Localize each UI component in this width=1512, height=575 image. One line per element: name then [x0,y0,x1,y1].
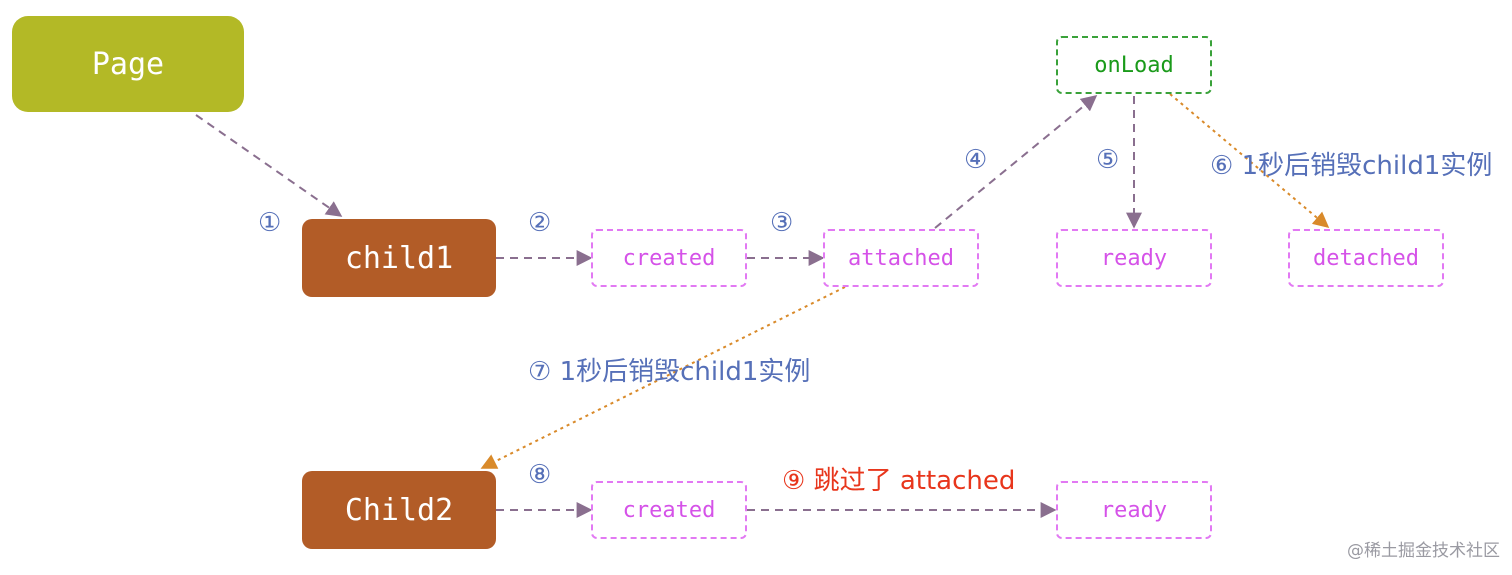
step-3-label: ③ [770,208,794,238]
step-2-label: ② [528,208,552,238]
step-5-label: ⑤ [1096,145,1120,175]
child1-created-node: created [591,229,747,287]
child1-attached-node: attached [823,229,979,287]
step-9-label: ⑨ 跳过了 attached [782,466,1016,496]
child1-node: child1 [302,219,496,297]
onload-node: onLoad [1056,36,1212,94]
step-8-label: ⑧ [528,460,552,490]
arrow-attached-to-child2 [480,286,846,469]
step-6-label: ⑥ 1秒后销毁child1实例 [1210,151,1493,181]
step-1-label: ① [258,208,282,238]
child1-detached-node: detached [1288,229,1444,287]
watermark: @稀土掘金技术社区 [1347,541,1500,561]
page-node: Page [12,16,244,112]
child1-ready-node: ready [1056,229,1212,287]
child2-node: Child2 [302,471,496,549]
arrow-page-to-child1 [195,114,343,217]
step-4-label: ④ [964,145,988,175]
arrow-attached-to-onload [934,94,1098,229]
child2-created-node: created [591,481,747,539]
child2-ready-node: ready [1056,481,1212,539]
step-7-label: ⑦ 1秒后销毁child1实例 [528,357,811,387]
